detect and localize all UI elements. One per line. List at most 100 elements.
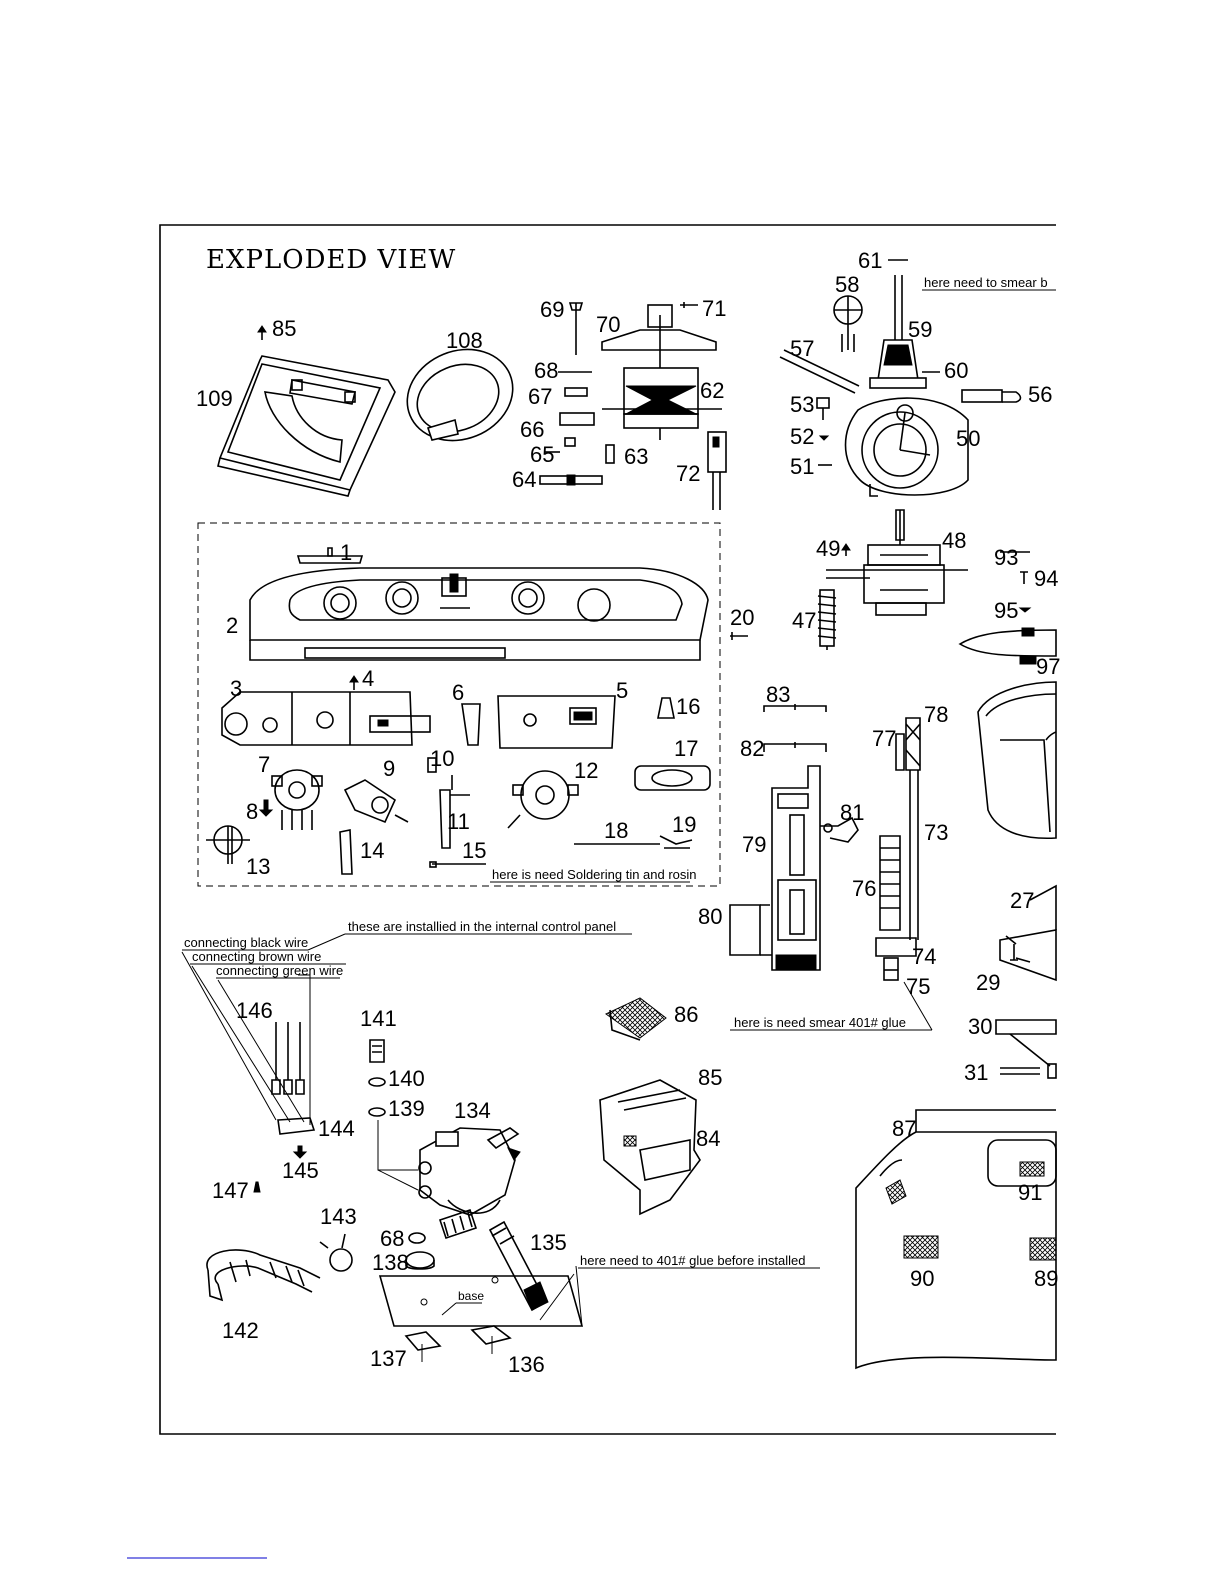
part-label-29: 29 — [976, 970, 1000, 995]
part-label-49: 49 — [816, 536, 840, 561]
cabinet-87 — [855, 1109, 1057, 1370]
bracket-84 — [599, 997, 701, 1216]
part-label-51: 51 — [790, 454, 814, 479]
part-label-109: 109 — [196, 386, 233, 411]
part-label-108: 108 — [446, 328, 483, 353]
part-label-97: 97 — [1036, 654, 1060, 679]
part-label-3: 3 — [230, 676, 242, 701]
part-label-67: 67 — [528, 384, 552, 409]
part-label-9: 9 — [383, 756, 395, 781]
part-label-146: 146 — [236, 998, 273, 1023]
note-smear-top: here need to smear b — [924, 275, 1048, 290]
part-label-10: 10 — [430, 746, 454, 771]
part-label-52: 52 — [790, 424, 814, 449]
part-label-91: 91 — [1018, 1180, 1042, 1205]
drain-assembly-79 — [729, 704, 859, 971]
part-label-74: 74 — [912, 944, 936, 969]
part-label-64: 64 — [512, 467, 536, 492]
part-label-139: 139 — [388, 1096, 425, 1121]
part-label-142: 142 — [222, 1318, 259, 1343]
part-label-1: 1 — [340, 540, 352, 565]
part-label-59: 59 — [908, 317, 932, 342]
control-panel-parts-3-19 — [206, 675, 711, 875]
top-lid-108 — [406, 348, 514, 442]
part-label-80: 80 — [698, 904, 722, 929]
note-internal-panel: these are installied in the internal con… — [348, 919, 616, 934]
part-label-61: 61 — [858, 248, 882, 273]
part-label-18: 18 — [604, 818, 628, 843]
part-label-77: 77 — [872, 726, 896, 751]
part-label-50: 50 — [956, 426, 980, 451]
part-label-20: 20 — [730, 605, 754, 630]
part-label-2: 2 — [226, 613, 238, 638]
top-lid-frame-109 — [217, 355, 396, 497]
control-panel-2 — [249, 547, 709, 661]
part-label-7: 7 — [258, 752, 270, 777]
control-panel-group-box — [197, 522, 721, 887]
part-label-85-alt: 85 — [698, 1065, 722, 1090]
part-label-63: 63 — [624, 444, 648, 469]
part-label-12: 12 — [574, 758, 598, 783]
part-label-56: 56 — [1028, 382, 1052, 407]
part-label-134: 134 — [454, 1098, 491, 1123]
note-black-wire: connecting black wire — [184, 935, 308, 950]
part-label-78: 78 — [924, 702, 948, 727]
part-label-95: 95 — [994, 598, 1018, 623]
part-label-85: 85 — [272, 316, 296, 341]
part-label-69: 69 — [540, 297, 564, 322]
part-label-76: 76 — [852, 876, 876, 901]
drain-valve-73 — [875, 717, 921, 981]
drain-hose-142 — [206, 1249, 321, 1302]
part-label-8: 8 — [246, 799, 258, 824]
part-label-143: 143 — [320, 1204, 357, 1229]
part-label-140: 140 — [388, 1066, 425, 1091]
part-label-81: 81 — [840, 800, 864, 825]
tub-assembly — [958, 551, 1057, 1079]
lid-part-85-arrow — [257, 325, 267, 340]
part-label-15: 15 — [462, 838, 486, 863]
part-label-94: 94 — [1034, 566, 1058, 591]
diagram-border — [159, 224, 1056, 1435]
part-label-57: 57 — [790, 336, 814, 361]
note-green-wire: connecting green wire — [216, 963, 343, 978]
note-smear-401: here is need smear 401# glue — [734, 1015, 906, 1030]
part-label-66: 66 — [520, 417, 544, 442]
part-label-70: 70 — [596, 312, 620, 337]
part-label-83: 83 — [766, 682, 790, 707]
part-label-5: 5 — [616, 678, 628, 703]
part-label-16: 16 — [676, 694, 700, 719]
part-label-136: 136 — [508, 1352, 545, 1377]
note-base: base — [458, 1289, 484, 1303]
drain-pump-134 — [368, 1039, 549, 1312]
base-plate — [378, 1265, 584, 1362]
part-label-137: 137 — [370, 1346, 407, 1371]
part-label-6: 6 — [452, 680, 464, 705]
part-label-82: 82 — [740, 736, 764, 761]
part-label-27: 27 — [1010, 888, 1034, 913]
part-label-4: 4 — [362, 666, 374, 691]
part-label-75: 75 — [906, 974, 930, 999]
part-label-60: 60 — [944, 358, 968, 383]
part-label-73: 73 — [924, 820, 948, 845]
part-label-13: 13 — [246, 854, 270, 879]
note-soldering: here is need Soldering tin and rosin — [492, 867, 697, 882]
note-underlines — [182, 289, 1056, 1269]
part-label-17: 17 — [674, 736, 698, 761]
part-label-47: 47 — [792, 608, 816, 633]
part-label-30: 30 — [968, 1014, 992, 1039]
part-label-68: 68 — [534, 358, 558, 383]
note-brown-wire: connecting brown wire — [192, 949, 321, 964]
part-label-89: 89 — [1034, 1266, 1058, 1291]
part-label-68-alt: 68 — [380, 1226, 404, 1251]
part-label-48: 48 — [942, 528, 966, 553]
part-label-147: 147 — [212, 1178, 249, 1203]
wire-harness-146 — [181, 951, 316, 1193]
part-label-138: 138 — [372, 1250, 409, 1275]
part-label-84: 84 — [696, 1126, 720, 1151]
part-label-58: 58 — [835, 272, 859, 297]
note-glue-401: here need to 401# glue before installed — [580, 1253, 806, 1268]
diagram-title: EXPLODED VIEW — [206, 245, 456, 275]
gearbox-assembly-50 — [779, 259, 1022, 497]
